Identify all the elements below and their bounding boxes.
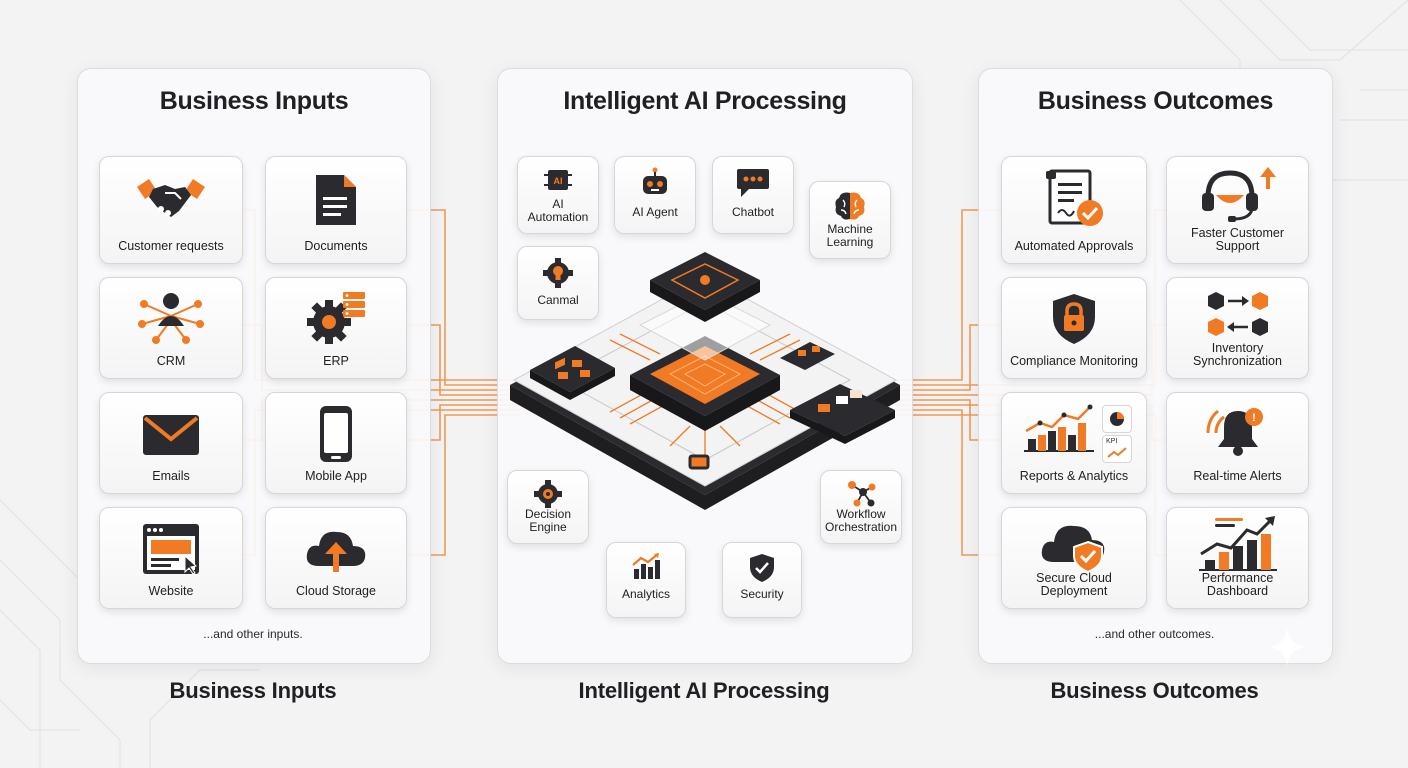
processing-card-chatbot[interactable]: Chatbot <box>712 156 794 234</box>
boxes-sync-icon <box>1167 290 1308 338</box>
processing-card-label: Decision Engine <box>524 507 572 534</box>
input-card-label: CRM <box>156 354 186 368</box>
chat-bubble-icon <box>713 167 793 199</box>
input-card-label: Customer requests <box>118 239 224 253</box>
input-card-label: Website <box>148 584 194 598</box>
approved-document-icon <box>1002 169 1146 231</box>
input-card-erp[interactable]: ERP <box>265 277 407 379</box>
processing-card-workflow-orchestration[interactable]: Workflow Orchestration <box>820 470 902 544</box>
input-card-label: ERP <box>323 354 349 368</box>
input-card-label: Cloud Storage <box>296 584 376 598</box>
outcomes-panel-title: Business Outcomes <box>1037 87 1274 115</box>
outcome-card-label: Real-time Alerts <box>1193 469 1282 483</box>
sparkle-icon <box>1268 628 1306 666</box>
inputs-more-text: ...and other inputs. <box>203 627 303 641</box>
smartphone-icon <box>266 405 406 463</box>
input-card-label: Documents <box>304 239 368 253</box>
outcome-card-label: Inventory Synchronization <box>1193 341 1282 368</box>
processing-bottom-title: Intelligent AI Processing <box>578 678 830 703</box>
svg-text:AI: AI <box>554 176 563 186</box>
outcome-card-label: Performance Dashboard <box>1201 571 1274 598</box>
outcomes-bottom-title: Business Outcomes <box>1050 678 1259 703</box>
outcome-card-performance-dashboard[interactable]: Performance Dashboard <box>1166 507 1309 609</box>
outcome-card-secure-cloud-deployment[interactable]: Secure Cloud Deployment <box>1001 507 1147 609</box>
outcome-card-inventory-synchronization[interactable]: Inventory Synchronization <box>1166 277 1309 379</box>
inputs-bottom-title: Business Inputs <box>169 678 337 703</box>
brain-icon <box>810 190 890 222</box>
shield-check-icon <box>723 553 801 583</box>
processing-card-label: Canmal <box>537 293 579 307</box>
processing-card-ai-agent[interactable]: AI Agent <box>614 156 696 234</box>
outcome-card-label: Compliance Monitoring <box>1010 354 1138 368</box>
input-card-customer-requests[interactable]: Customer requests <box>99 156 243 264</box>
ai-chip-platform <box>510 252 900 510</box>
input-card-emails[interactable]: Emails <box>99 392 243 494</box>
processing-card-security[interactable]: Security <box>722 542 802 618</box>
outcome-card-automated-approvals[interactable]: Automated Approvals <box>1001 156 1147 264</box>
processing-card-label: Machine Learning <box>826 222 874 249</box>
headset-icon <box>1167 167 1308 223</box>
document-icon <box>266 173 406 227</box>
robot-icon <box>615 167 695 197</box>
inputs-panel-title: Business Inputs <box>159 87 349 115</box>
browser-window-icon <box>100 522 242 576</box>
processing-card-decision-engine[interactable]: Decision Engine <box>507 470 589 544</box>
processing-card-analytics[interactable]: Analytics <box>606 542 686 618</box>
gear-server-icon <box>266 290 406 346</box>
processing-card-canmal[interactable]: Canmal <box>517 246 599 320</box>
processing-card-label: Security <box>740 587 784 601</box>
input-card-label: Emails <box>152 469 190 483</box>
cloud-shield-icon <box>1002 518 1146 574</box>
input-card-crm[interactable]: CRM <box>99 277 243 379</box>
growth-chart-icon <box>1167 516 1308 572</box>
pie-chart-icon <box>1102 405 1132 433</box>
kpi-badge-text: KPI <box>1106 438 1118 445</box>
reports-chart-icon <box>974 404 1146 455</box>
processing-card-ai-automation[interactable]: AI AI Automation <box>517 156 599 234</box>
outcome-card-faster-customer-support[interactable]: Faster Customer Support <box>1166 156 1309 264</box>
input-card-website[interactable]: Website <box>99 507 243 609</box>
outcome-card-label: Faster Customer Support <box>1190 226 1285 253</box>
gear-bulb-icon <box>518 257 598 289</box>
bar-chart-icon <box>607 553 685 581</box>
envelope-icon <box>100 413 242 457</box>
processing-card-label: AI Automation <box>527 197 589 224</box>
processing-panel-title: Intelligent AI Processing <box>563 87 847 115</box>
svg-text:!: ! <box>1252 412 1256 424</box>
processing-card-label: Analytics <box>621 587 671 601</box>
outcome-card-label: Secure Cloud Deployment <box>1036 571 1112 598</box>
workflow-nodes-icon <box>821 479 901 509</box>
bell-icon: ! <box>1167 405 1308 459</box>
processing-card-label: Workflow Orchestration <box>825 507 898 534</box>
outcome-card-real-time-alerts[interactable]: ! Real-time Alerts <box>1166 392 1309 494</box>
outcome-card-label: Automated Approvals <box>1014 239 1134 253</box>
outcomes-more-text: ...and other outcomes. <box>1094 627 1215 641</box>
input-card-mobile-app[interactable]: Mobile App <box>265 392 407 494</box>
cloud-upload-icon <box>266 524 406 574</box>
outcome-card-reports-analytics[interactable]: KPI Reports & Analytics <box>1001 392 1147 494</box>
outcome-card-compliance-monitoring[interactable]: Compliance Monitoring <box>1001 277 1147 379</box>
input-card-documents[interactable]: Documents <box>265 156 407 264</box>
outcome-card-label: Reports & Analytics <box>1019 469 1129 483</box>
processing-card-label: Chatbot <box>731 205 775 219</box>
crm-network-icon <box>100 290 242 344</box>
shield-lock-icon <box>1002 292 1146 346</box>
decision-gear-icon <box>508 479 588 509</box>
ai-chip-icon: AI <box>518 167 598 193</box>
input-card-label: Mobile App <box>305 469 367 483</box>
handshake-icon <box>100 175 242 221</box>
processing-card-machine-learning[interactable]: Machine Learning <box>809 181 891 259</box>
processing-card-label: AI Agent <box>632 205 678 219</box>
kpi-badge: KPI <box>1102 435 1132 463</box>
input-card-cloud-storage[interactable]: Cloud Storage <box>265 507 407 609</box>
